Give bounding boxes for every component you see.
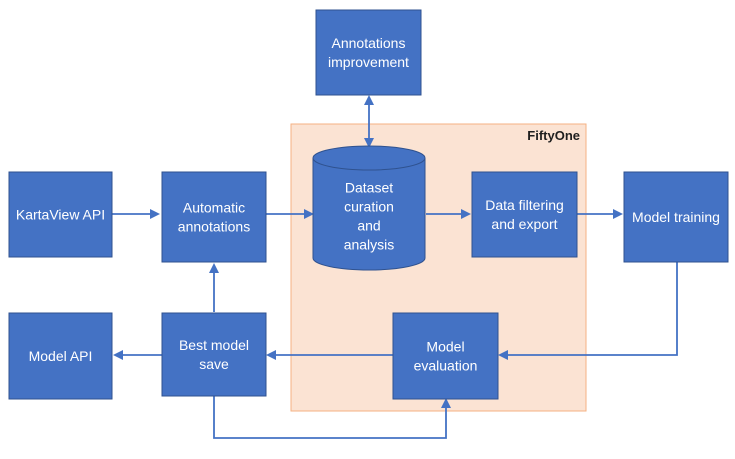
label-line: save — [199, 356, 229, 372]
label-line: Best model — [179, 337, 249, 353]
label-line: curation — [344, 199, 394, 215]
node-model-api: Model API — [8, 312, 113, 400]
label-line: and — [357, 218, 380, 234]
node-model-training: Model training — [623, 171, 729, 263]
model-api-label: Model API — [29, 348, 93, 364]
edge-model-training-to-model-evaluation — [498, 262, 678, 360]
label-line: improvement — [328, 54, 409, 70]
node-model-evaluation: Model evaluation — [392, 312, 499, 400]
node-annotations-improvement: Annotations improvement — [315, 9, 422, 96]
fiftyone-region-label: FiftyOne — [527, 128, 580, 143]
label-line: Annotations — [332, 35, 406, 51]
node-dataset-curation: Dataset curation and analysis — [312, 145, 426, 271]
label-line: analysis — [344, 237, 395, 253]
data-filtering-label: Data filtering and export — [485, 197, 564, 232]
label-line: and export — [491, 216, 557, 232]
node-kartaview-api: KartaView API — [8, 171, 113, 258]
label-line: Data filtering — [485, 197, 564, 213]
label-line: KartaView API — [16, 207, 105, 223]
model-training-label: Model training — [632, 209, 720, 225]
label-line: Model API — [29, 348, 93, 364]
label-line: Model — [426, 339, 464, 355]
best-model-save-label: Best model save — [179, 337, 249, 372]
edge-best-model-save-to-model-evaluation — [213, 396, 451, 439]
dataset-curation-label: Dataset curation and analysis — [344, 180, 395, 253]
node-best-model-save: Best model save — [161, 312, 267, 397]
node-data-filtering: Data filtering and export — [471, 171, 578, 258]
automatic-annotations-label: Automatic annotations — [178, 200, 250, 235]
node-automatic-annotations: Automatic annotations — [161, 171, 267, 263]
label-line: Automatic — [183, 200, 245, 216]
annotations-improvement-label: Annotations improvement — [328, 35, 409, 70]
label-line: Dataset — [345, 180, 393, 196]
kartaview-api-label: KartaView API — [16, 207, 105, 223]
label-line: Model training — [632, 209, 720, 225]
model-evaluation-label: Model evaluation — [414, 339, 478, 374]
label-line: evaluation — [414, 358, 478, 374]
label-line: annotations — [178, 219, 250, 235]
